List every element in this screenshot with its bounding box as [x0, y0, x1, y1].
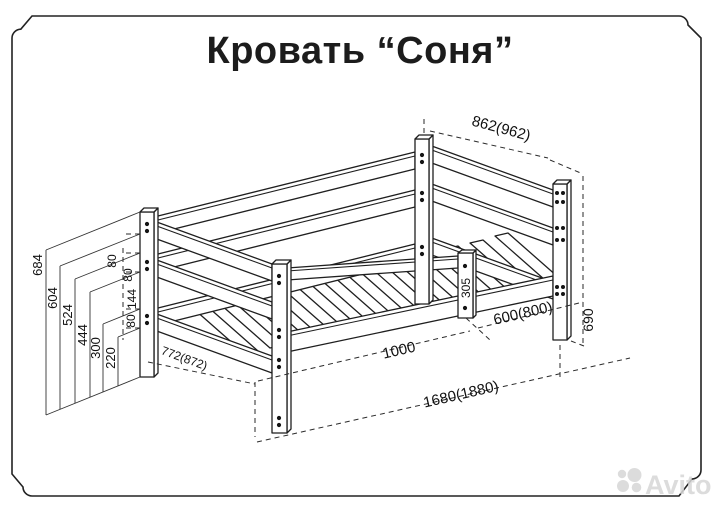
- dim-label-1000: 1000: [381, 339, 417, 363]
- post-front-left: [271, 259, 292, 434]
- page-title: Кровать “Соня”: [206, 30, 514, 72]
- avito-logo-icon: [617, 468, 642, 493]
- post-back-right: [414, 134, 434, 305]
- bed-frame-art: [139, 134, 572, 434]
- dim-label-80b: 80: [121, 268, 135, 282]
- dim-label-1680: 1680(1880): [422, 378, 501, 412]
- height-dimension-brackets: [45, 211, 141, 416]
- dim-label-80a: 80: [105, 254, 119, 268]
- dim-label-300: 300: [88, 337, 103, 359]
- dim-label-80c: 80: [124, 314, 138, 328]
- post-front-right: [552, 179, 572, 341]
- decorative-frame: [11, 15, 702, 497]
- dim-label-524: 524: [60, 304, 75, 326]
- avito-watermark-text: Avito: [645, 470, 712, 500]
- dim-label-top-width: 862(962): [470, 113, 532, 145]
- dim-label-684: 684: [30, 254, 45, 276]
- avito-watermark: Avito: [617, 468, 712, 500]
- dim-label-444: 444: [75, 324, 90, 346]
- dimension-lines: [147, 119, 631, 443]
- dim-label-604: 604: [45, 287, 60, 309]
- dim-label-144: 144: [125, 289, 139, 309]
- back-rail-top: [153, 151, 416, 235]
- dim-label-305: 305: [459, 278, 473, 298]
- dim-label-690: 690: [580, 308, 596, 332]
- post-guard: [457, 249, 477, 319]
- dimension-labels: 862(962) 684 604 524 444 300 220 80 80 1…: [30, 113, 596, 412]
- dim-label-220: 220: [103, 347, 118, 369]
- post-back-left: [139, 207, 159, 378]
